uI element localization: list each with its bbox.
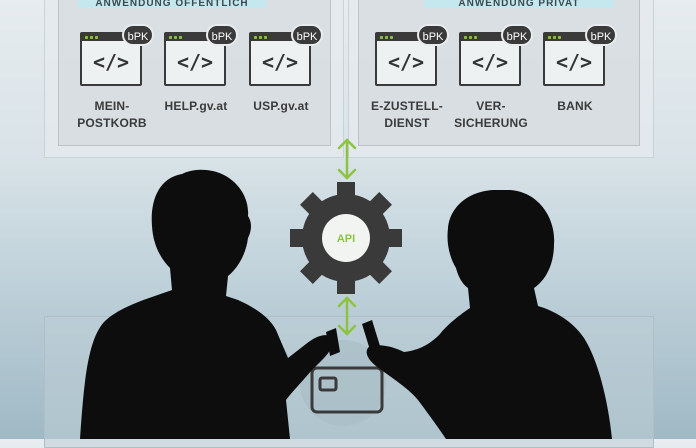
person-silhouette-right bbox=[362, 190, 612, 439]
app-label: MEIN- POSTKORB bbox=[77, 99, 147, 130]
app-label: HELP.gv.at bbox=[164, 99, 228, 113]
app-label: VER- SICHERUNG bbox=[454, 99, 528, 130]
credit-card-icon bbox=[310, 366, 384, 414]
bpk-badge: bPK bbox=[206, 24, 238, 46]
bpk-badge: bPK bbox=[501, 24, 533, 46]
person-silhouette-left bbox=[80, 169, 340, 439]
gear-icon bbox=[290, 182, 402, 294]
bpk-badge: bPK bbox=[585, 24, 617, 46]
bpk-badge: bPK bbox=[122, 24, 154, 46]
code-window-icon: </> bbox=[80, 32, 142, 86]
app-label: BANK bbox=[557, 99, 593, 113]
illustration-layer: API bbox=[80, 138, 612, 439]
arrow-up-down-icon bbox=[337, 138, 357, 180]
code-window-icon: </> bbox=[543, 32, 605, 86]
arrow-up-down-icon bbox=[337, 296, 357, 336]
code-window-icon: </> bbox=[164, 32, 226, 86]
api-label: API bbox=[337, 233, 355, 245]
bpk-badge: bPK bbox=[417, 24, 449, 46]
app-label: USP.gv.at bbox=[253, 99, 309, 113]
public-section-label: ANWENDUNG ÖFFENTLICH bbox=[78, 0, 266, 8]
bpk-badge: bPK bbox=[291, 24, 323, 46]
app-label: E-ZUSTELL- DIENST bbox=[371, 99, 443, 130]
private-section-label: ANWENDUNG PRIVAT bbox=[424, 0, 614, 8]
